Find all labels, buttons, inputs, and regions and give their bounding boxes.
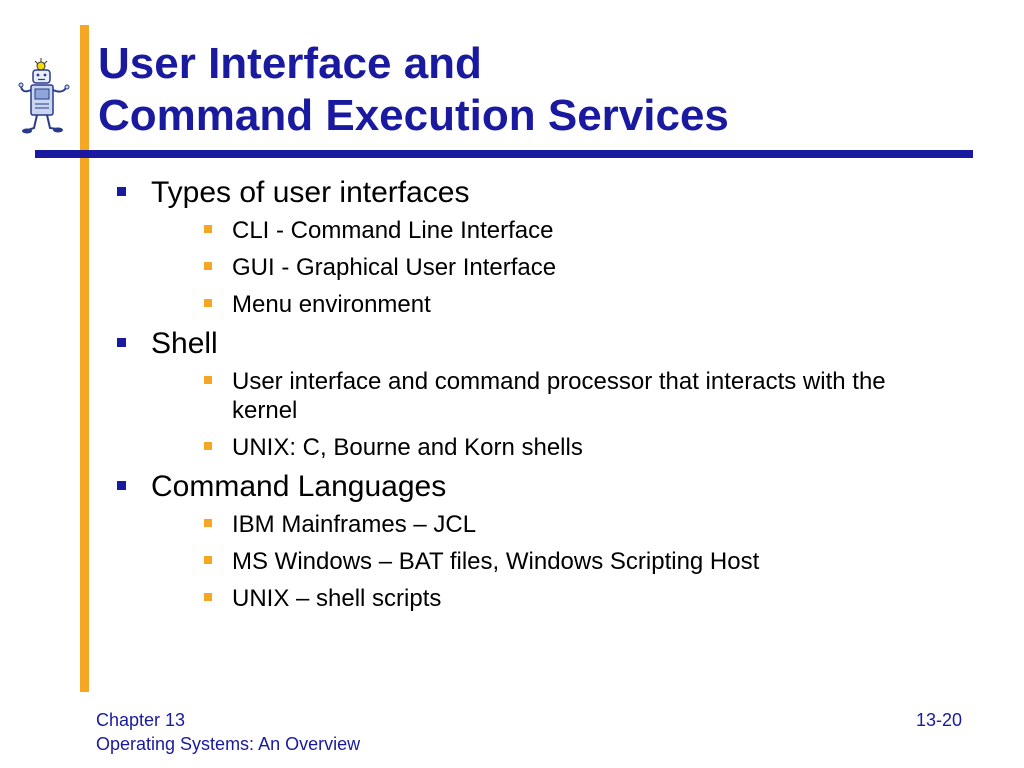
sub-bullet-text: Menu environment <box>232 291 431 318</box>
sub-bullet-item: GUI - Graphical User Interface <box>151 253 956 282</box>
sub-bullet-list: User interface and command processor tha… <box>151 367 965 462</box>
sub-bullet-list: CLI - Command Line Interface GUI - Graph… <box>151 216 965 319</box>
sub-bullet-text: UNIX – shell scripts <box>232 585 442 612</box>
slide-title-line-2: Command Execution Services <box>98 91 729 140</box>
bullet-text: Command Languages <box>151 470 447 503</box>
sub-bullet-text: CLI - Command Line Interface <box>232 217 554 244</box>
square-bullet-icon <box>204 442 212 450</box>
bullet-item: Shell User interface and command process… <box>115 327 965 462</box>
square-bullet-icon <box>204 519 212 527</box>
square-bullet-icon <box>117 187 126 196</box>
sub-bullet-text: IBM Mainframes – JCL <box>232 511 477 538</box>
square-bullet-icon <box>204 593 212 601</box>
sub-bullet-item: IBM Mainframes – JCL <box>151 510 956 539</box>
square-bullet-icon <box>117 481 126 490</box>
sub-bullet-text: User interface and command processor tha… <box>232 368 886 424</box>
title-underline-rule <box>35 150 973 158</box>
bullet-list: Types of user interfaces CLI - Command L… <box>115 176 965 613</box>
robot-mascot-icon <box>18 58 70 134</box>
bullet-item: Command Languages IBM Mainframes – JCL M… <box>115 470 965 613</box>
bullet-text: Types of user interfaces <box>151 176 470 209</box>
slide-body: Types of user interfaces CLI - Command L… <box>115 176 965 621</box>
square-bullet-icon <box>204 376 212 384</box>
footer-source: Chapter 13 Operating Systems: An Overvie… <box>96 708 360 756</box>
sub-bullet-item: User interface and command processor tha… <box>151 367 956 425</box>
bullet-item: Types of user interfaces CLI - Command L… <box>115 176 965 319</box>
square-bullet-icon <box>204 299 212 307</box>
sub-bullet-text: MS Windows – BAT files, Windows Scriptin… <box>232 548 760 575</box>
sub-bullet-item: Menu environment <box>151 290 956 319</box>
accent-vertical-bar <box>80 25 89 692</box>
sub-bullet-item: CLI - Command Line Interface <box>151 216 956 245</box>
slide-title-line-1: User Interface and <box>98 39 482 88</box>
sub-bullet-item: UNIX: C, Bourne and Korn shells <box>151 433 956 462</box>
bullet-text: Shell <box>151 327 218 360</box>
square-bullet-icon <box>117 338 126 347</box>
square-bullet-icon <box>204 556 212 564</box>
sub-bullet-item: UNIX – shell scripts <box>151 584 956 613</box>
square-bullet-icon <box>204 225 212 233</box>
sub-bullet-text: GUI - Graphical User Interface <box>232 254 557 281</box>
square-bullet-icon <box>204 262 212 270</box>
slide-title: User Interface and Command Execution Ser… <box>98 38 729 142</box>
footer-chapter: Chapter 13 <box>96 710 186 730</box>
page-number: 13-20 <box>915 710 962 730</box>
sub-bullet-list: IBM Mainframes – JCL MS Windows – BAT fi… <box>151 510 965 613</box>
sub-bullet-text: UNIX: C, Bourne and Korn shells <box>232 434 583 461</box>
footer-book-title: Operating Systems: An Overview <box>96 734 361 754</box>
sub-bullet-item: MS Windows – BAT files, Windows Scriptin… <box>151 547 956 576</box>
